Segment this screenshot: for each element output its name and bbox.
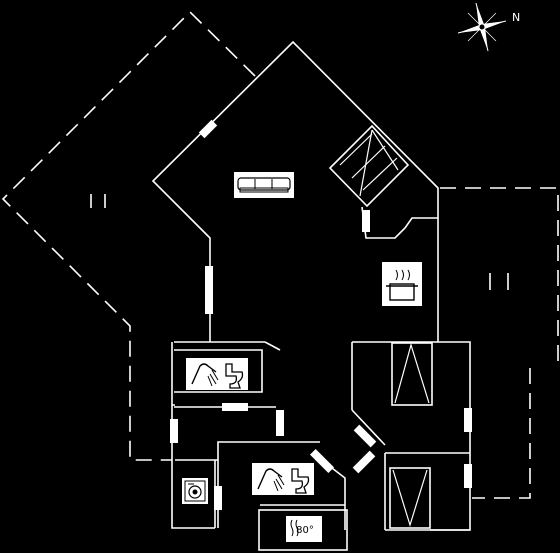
terrace-left [1,10,256,461]
door-markers [170,119,472,510]
shower-toilet-icon [186,358,248,390]
terrace-right [440,187,559,499]
door-marker [276,410,284,436]
wardrobe-lower [389,467,431,529]
window-marker [198,119,218,139]
sauna-temperature-label: 80° [296,525,314,536]
door-marker [464,408,472,432]
door-marker [205,266,213,314]
door-marker [214,486,222,510]
wardrobe-upper [391,342,433,406]
sofa-icon [234,172,294,198]
sauna-icon [286,516,322,542]
door-marker [309,448,335,474]
compass-north-label: N [512,11,520,24]
staircase [328,124,410,208]
sauna-room [258,509,348,551]
door-marker [170,419,178,443]
door-marker [353,424,377,448]
exterior-walls [151,40,471,531]
door-marker [362,210,370,232]
stove-icon [382,262,422,306]
washing-machine-icon [182,478,208,504]
door-marker [222,403,248,411]
compass-rose [457,2,507,52]
door-marker [352,450,376,474]
door-marker [464,464,472,488]
shower-toilet-icon [252,463,314,495]
